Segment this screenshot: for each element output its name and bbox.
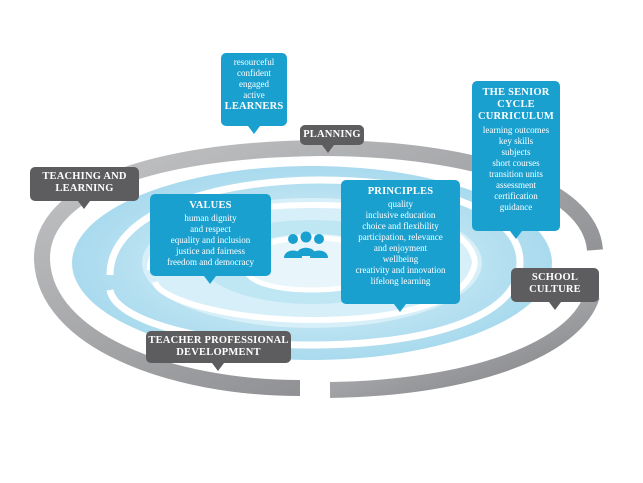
principles-item-2: inclusive education <box>365 210 436 220</box>
principles-item-8: lifelong learning <box>370 276 431 286</box>
values-item-1: human dignity <box>184 213 237 223</box>
values-item-5: freedom and democracy <box>167 257 254 267</box>
planning-callout: PLANNING <box>300 125 364 153</box>
curriculum-item-7: certification <box>494 191 538 201</box>
curriculum-item-2: key skills <box>498 136 534 146</box>
learners-item-3: engaged <box>239 79 269 89</box>
values-item-2: and respect <box>190 224 231 234</box>
learners-item-1: resourceful <box>233 57 275 67</box>
teaching-learning-callout: TEACHING AND LEARNING <box>30 167 139 209</box>
principles-item-1: quality <box>388 199 413 209</box>
values-heading: VALUES <box>189 200 232 211</box>
curriculum-heading-line2: CYCLE <box>497 99 535 110</box>
principles-item-6: wellbeing <box>382 254 419 264</box>
principles-item-5: and enjoyment <box>373 243 428 253</box>
principles-item-7: creativity and innovation <box>355 265 446 275</box>
teaching-heading-line2: LEARNING <box>55 183 114 194</box>
school-culture-heading-line1: SCHOOL <box>531 272 579 283</box>
learners-item-2: confident <box>237 68 271 78</box>
curriculum-item-4: short courses <box>492 158 540 168</box>
curriculum-callout: THE SENIOR CYCLE CURRICULUM learning out… <box>472 81 560 239</box>
learners-callout: resourceful confident engaged active LEA… <box>221 53 287 134</box>
principles-heading: PRINCIPLES <box>367 186 434 197</box>
values-item-3: equality and inclusion <box>170 235 251 245</box>
learners-heading: LEARNERS <box>224 101 284 112</box>
teacher-pd-callout: TEACHER PROFESSIONAL DEVELOPMENT <box>146 331 291 371</box>
principles-item-4: participation, relevance <box>358 232 443 242</box>
learners-item-4: active <box>243 90 265 100</box>
school-culture-heading-line2: CULTURE <box>529 284 581 295</box>
teaching-heading-line1: TEACHING AND <box>42 171 127 182</box>
curriculum-heading-line3: CURRICULUM <box>477 111 555 122</box>
planning-heading: PLANNING <box>303 129 361 140</box>
school-culture-callout: SCHOOL CULTURE <box>511 268 599 310</box>
curriculum-item-5: transition units <box>489 169 543 179</box>
principles-item-3: choice and flexibility <box>362 221 439 231</box>
curriculum-heading-line1: THE SENIOR <box>482 87 550 98</box>
people-group-icon <box>284 231 328 258</box>
values-item-4: justice and fairness <box>176 246 245 256</box>
values-callout: VALUES human dignity and respect equalit… <box>150 194 271 284</box>
teacher-pd-heading-line2: DEVELOPMENT <box>176 347 261 358</box>
teacher-pd-heading-line1: TEACHER PROFESSIONAL <box>148 335 289 346</box>
curriculum-item-1: learning outcomes <box>482 125 550 135</box>
curriculum-item-8: guidance <box>499 202 533 212</box>
curriculum-item-3: subjects <box>501 147 531 157</box>
curriculum-item-6: assessment <box>496 180 536 190</box>
principles-callout: PRINCIPLES quality inclusive education c… <box>341 180 460 312</box>
